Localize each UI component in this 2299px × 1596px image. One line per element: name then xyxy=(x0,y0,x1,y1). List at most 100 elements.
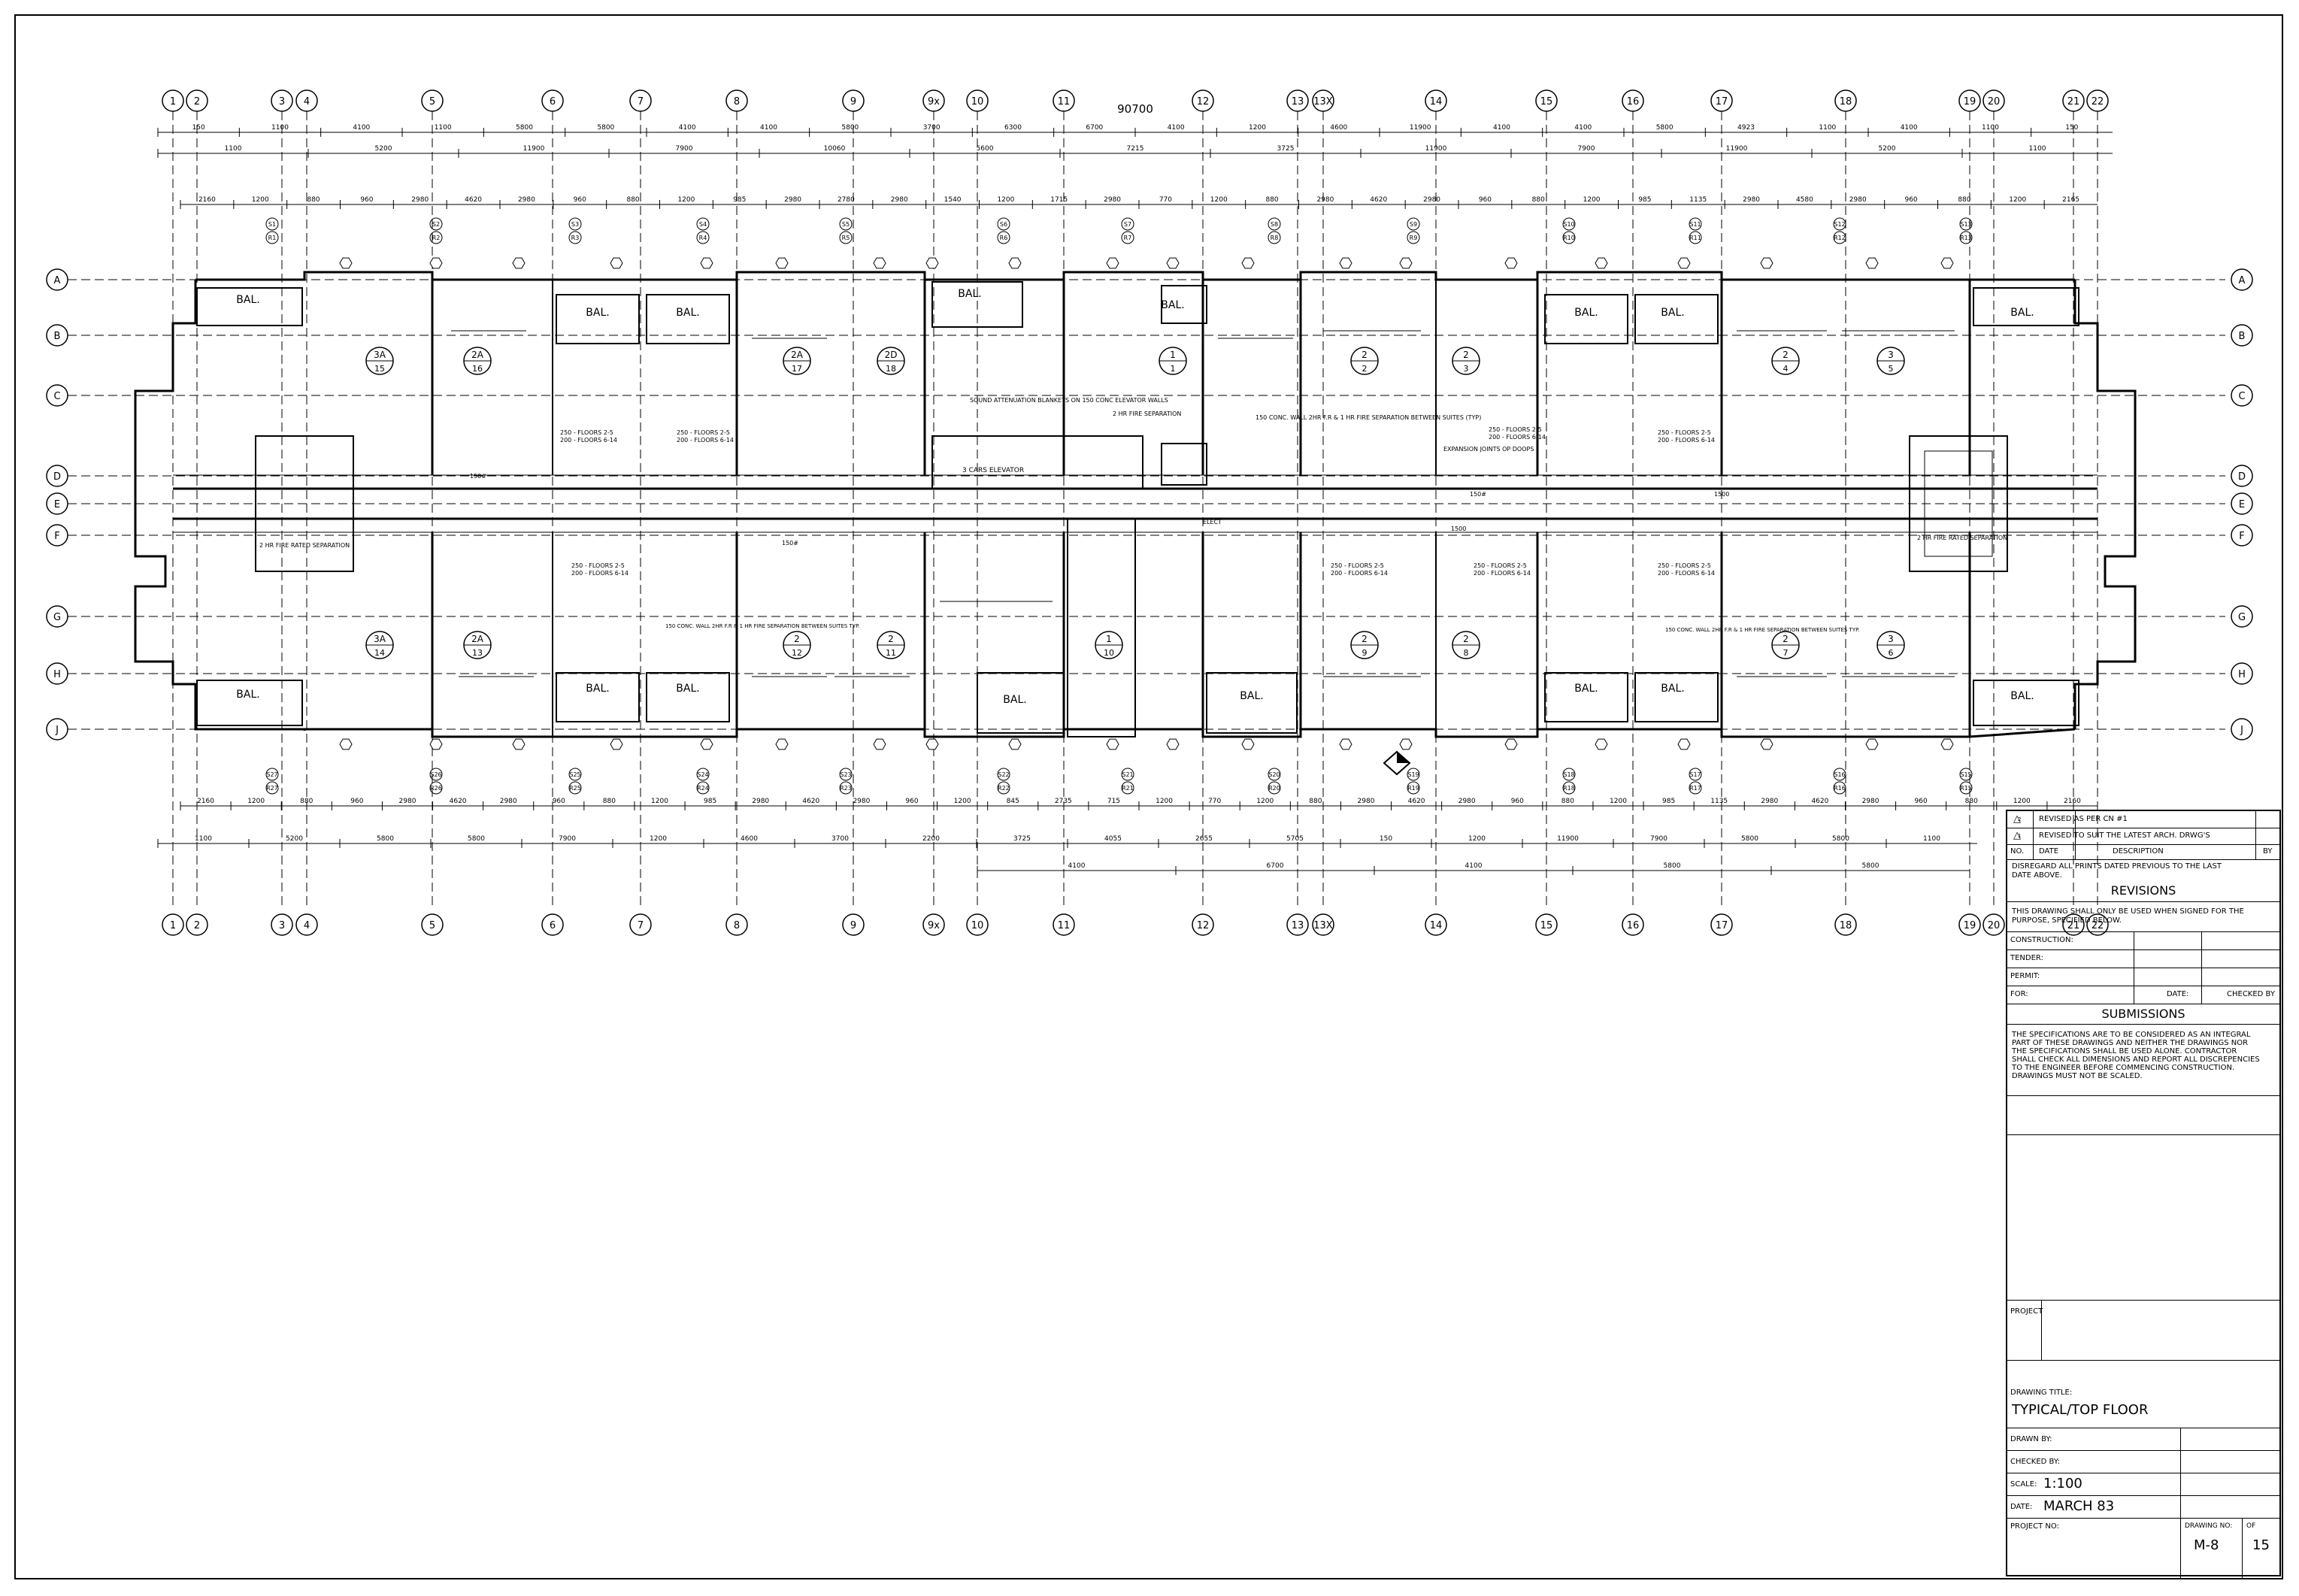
balcony-label: BAL. xyxy=(1161,299,1184,311)
stair-tag-circle xyxy=(1689,781,1702,795)
stair-tag: R26 xyxy=(430,785,442,792)
stair-tag-circle xyxy=(997,768,1010,781)
note-floors-b-2: 200 - FLOORS 6-14 xyxy=(677,437,734,444)
dimension-value: 1200 xyxy=(2013,798,2031,805)
dimension-value: 4580 xyxy=(1796,196,1813,204)
column-hex-icon xyxy=(1760,738,1773,750)
dimension-value: 2980 xyxy=(1849,196,1867,204)
note-expansion: EXPANSION JOINTS OP DOOPS xyxy=(1443,446,1534,453)
date-value: MARCH 83 xyxy=(2043,1498,2115,1514)
dimension-value: 1200 xyxy=(1210,196,1228,204)
stair-tag: R19 xyxy=(1407,785,1419,792)
stair-tag-circle xyxy=(568,231,582,244)
grid-bubble xyxy=(46,524,68,547)
checked-by-label: CHECKED BY: xyxy=(2010,1458,2061,1466)
grid-bubble-label: 5 xyxy=(429,96,435,108)
dimension-value: 7900 xyxy=(1650,835,1667,843)
drawn-by-label: DRAWN BY: xyxy=(2010,1435,2052,1443)
grid-bubble-label: 4 xyxy=(304,920,310,931)
column-hex-icon xyxy=(1399,738,1413,750)
spec-note: THE SPECIFICATIONS ARE TO BE CONSIDERED … xyxy=(2012,1031,2260,1080)
grid-bubble xyxy=(1535,913,1558,936)
grid-bubble-label: D xyxy=(53,471,61,483)
stair-tag: S25 xyxy=(569,771,580,778)
dimension-value: 150 xyxy=(192,124,205,132)
dimension-value: 1100 xyxy=(1923,835,1940,843)
stair-tag-circle xyxy=(1833,781,1846,795)
dimension-value: 5800 xyxy=(1832,835,1849,843)
dimension-value: 880 xyxy=(300,798,313,805)
dimension-value: 1200 xyxy=(677,196,695,204)
unit-number: 11 xyxy=(886,648,896,658)
stair-tag: R21 xyxy=(1122,785,1134,792)
dimension-value: 7900 xyxy=(676,145,693,153)
dimension-value: 1200 xyxy=(954,798,971,805)
dimension-value: 3700 xyxy=(831,835,849,843)
grid-bubble xyxy=(186,89,208,112)
stair-tag: S4 xyxy=(699,221,707,228)
walls xyxy=(134,271,2137,738)
dimension-value: 5600 xyxy=(977,145,994,153)
dimension-value: 5200 xyxy=(286,835,303,843)
grid-bubble xyxy=(922,89,945,112)
grid-bubble xyxy=(1710,89,1733,112)
balcony-label: BAL. xyxy=(1574,307,1598,319)
stair-tag-circle xyxy=(1959,217,1973,231)
title-block: △ 2 REVISED AS PER CN #1 △ 1 REVISED TO … xyxy=(2006,810,2281,1578)
dimension-value: 11900 xyxy=(1425,145,1447,153)
unit-number: 5 xyxy=(1889,364,1894,374)
dimension-value: 1100 xyxy=(1819,124,1836,132)
grid-bubble-label: 21 xyxy=(2067,920,2080,931)
stair-tag-circle xyxy=(997,217,1010,231)
grid-bubble xyxy=(46,492,68,515)
unit-type: 2D xyxy=(885,350,898,360)
stair-tag-circle xyxy=(1959,768,1973,781)
stair-tag: S21 xyxy=(1122,771,1133,778)
stair-tag-circle xyxy=(429,781,443,795)
unit-type: 3 xyxy=(1888,634,1894,644)
unit-type: 2 xyxy=(1362,350,1368,360)
dimension-value: 2980 xyxy=(411,196,429,204)
grid-bubble xyxy=(2231,662,2253,685)
dimension-value: 5200 xyxy=(375,145,392,153)
dimension-value: 2980 xyxy=(500,798,517,805)
dimension-value: 5200 xyxy=(1879,145,1896,153)
column-hex-icon xyxy=(610,738,623,750)
dimension-value: 1100 xyxy=(435,124,452,132)
grid-bubble xyxy=(2062,89,2085,112)
dimension-value: 5800 xyxy=(468,835,485,843)
dimension-value: 1200 xyxy=(247,798,265,805)
dimension-value: 7900 xyxy=(1578,145,1595,153)
grid-bubble xyxy=(46,324,68,347)
dimension-value: 770 xyxy=(1159,196,1172,204)
grid-bubble-label: 13 xyxy=(1292,920,1304,931)
dimension-value: 2980 xyxy=(853,798,870,805)
stair-tag-circle xyxy=(696,781,710,795)
grid-bubble xyxy=(1053,913,1075,936)
grid-bubble-label: 9x xyxy=(928,920,940,931)
dimension-value: 960 xyxy=(574,196,586,204)
stair-tag-circle xyxy=(1562,231,1576,244)
dimension-value: 1200 xyxy=(650,835,667,843)
grid-bubble-label: 12 xyxy=(1197,920,1210,931)
note-1500-2: 1500 xyxy=(1714,491,1729,498)
dimension-value: 4620 xyxy=(450,798,467,805)
stair-tag-circle xyxy=(1268,781,1281,795)
stair-tag-circle xyxy=(568,768,582,781)
stair-tag: S24 xyxy=(697,771,708,778)
dimension-value: 4100 xyxy=(1493,124,1510,132)
stair-tag: S8 xyxy=(1271,221,1278,228)
stair-tag-circle xyxy=(1268,768,1281,781)
stair-tag: S20 xyxy=(1268,771,1280,778)
dimension-value: 960 xyxy=(1904,196,1917,204)
stair-tag: R9 xyxy=(1410,235,1418,241)
grid-bubble xyxy=(922,913,945,936)
dimension-value: 4100 xyxy=(679,124,696,132)
column-hex-icon xyxy=(873,738,886,750)
column-hex-icon xyxy=(1008,738,1022,750)
grid-bubble-label: B xyxy=(54,331,61,342)
grid-bubble-label: G xyxy=(53,612,61,623)
dimension-value: 3700 xyxy=(923,124,940,132)
unit-markers: 3A152A162A172D1811222324353A142A13212211… xyxy=(365,347,1905,659)
